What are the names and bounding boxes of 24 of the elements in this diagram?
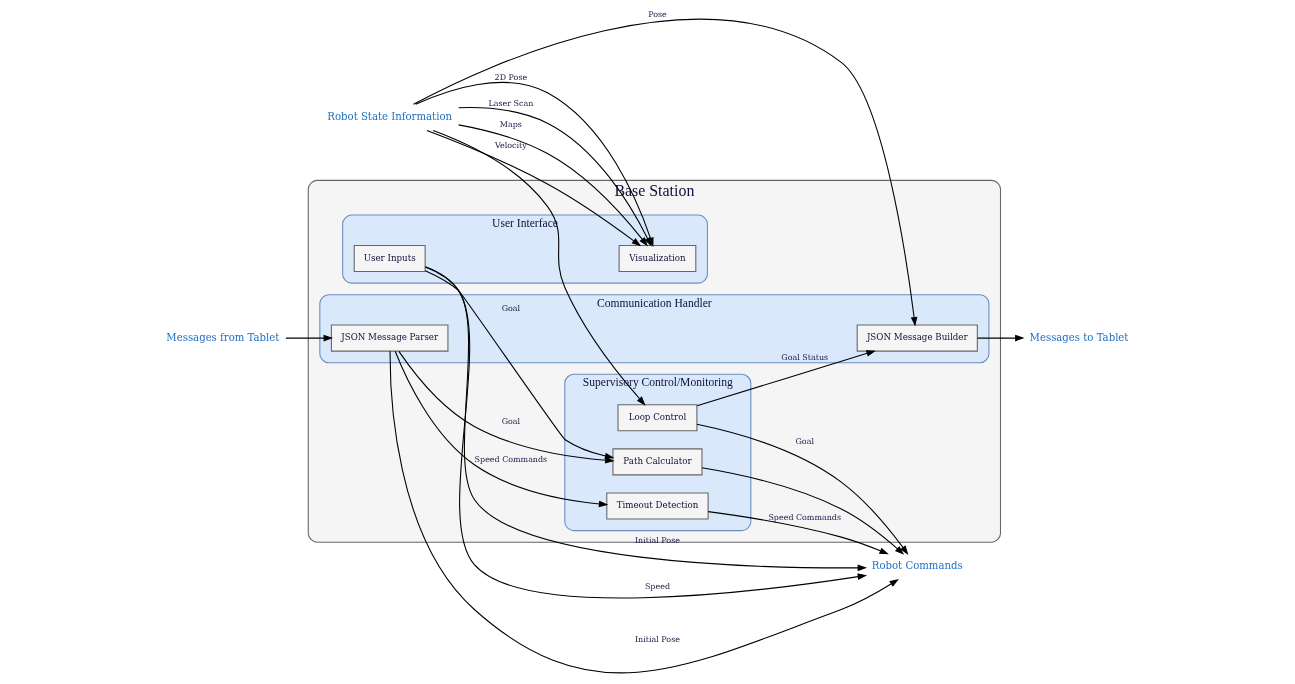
node-box: Timeout Detection: [606, 492, 709, 520]
arrow: [707, 511, 889, 555]
node-box: JSON Message Builder: [856, 324, 978, 352]
arrow: [394, 350, 609, 508]
arrow: [424, 270, 615, 460]
arrow: [389, 350, 899, 674]
arrow: [701, 467, 905, 555]
arrow: [412, 18, 918, 327]
arrow: [426, 129, 642, 247]
node-box: Path Calculator: [612, 448, 703, 476]
arrow: [696, 350, 876, 407]
node-text: Messages to Tablet: [1029, 331, 1129, 343]
node-text: Messages from Tablet: [166, 331, 280, 343]
arrow: [976, 334, 1025, 342]
node-box: Loop Control: [617, 404, 698, 432]
arrow: [432, 129, 646, 406]
node-box: JSON Message Parser: [330, 324, 449, 352]
node-text: Robot State Information: [327, 111, 453, 123]
arrow: [696, 423, 909, 555]
node-box: User Inputs: [353, 244, 426, 273]
arrow: [398, 350, 615, 464]
arrow: [285, 334, 333, 342]
node-text: Robot Commands: [871, 560, 963, 572]
node-box: Visualization: [618, 244, 697, 273]
